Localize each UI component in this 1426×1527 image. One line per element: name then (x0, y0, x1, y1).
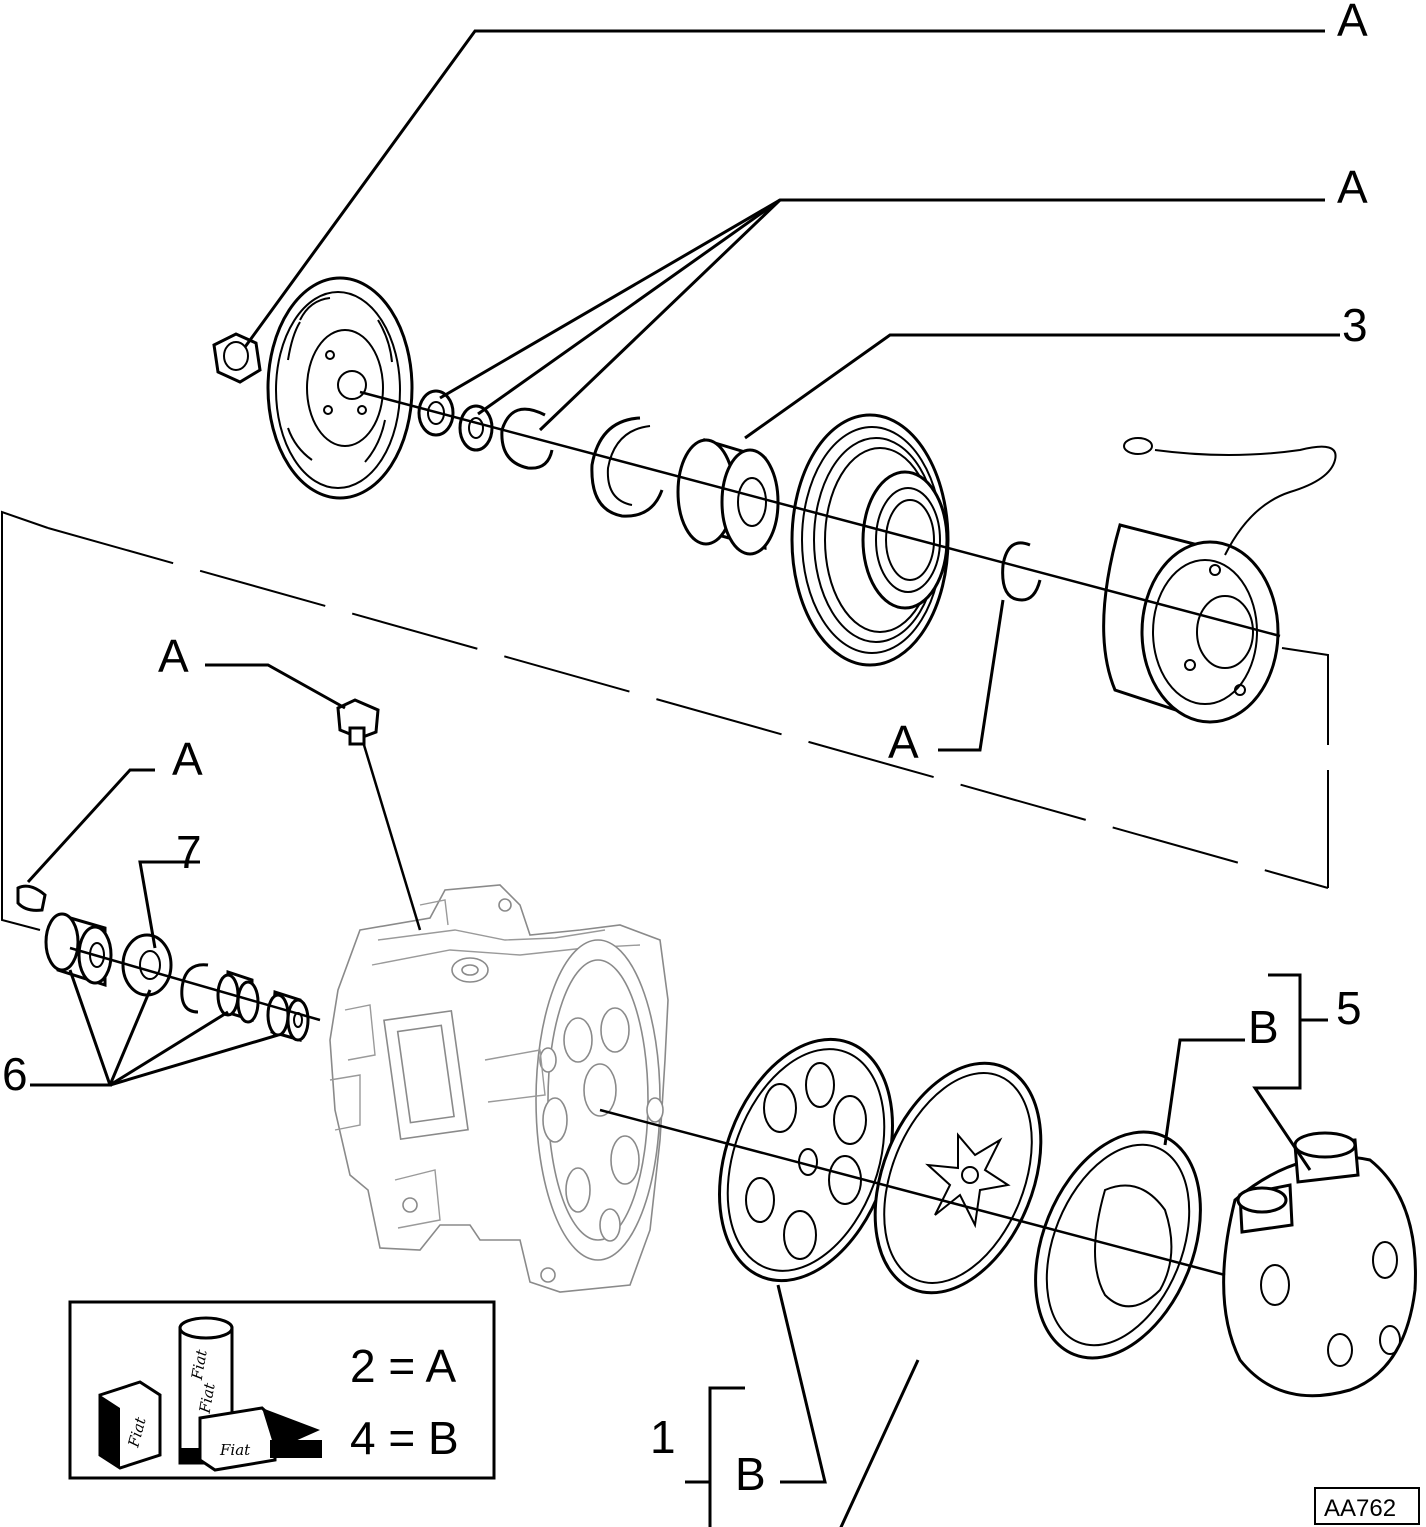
rear-head (1222, 1131, 1417, 1398)
pulley-snap-ring (1001, 541, 1042, 602)
legend-row-2: 4 = B (350, 1412, 459, 1464)
field-coil (1102, 437, 1337, 724)
callout-1: 1 (650, 1411, 676, 1463)
leader-lines (26, 29, 1340, 1527)
clutch-pulley (790, 413, 950, 667)
callout-3: 3 (1342, 299, 1368, 351)
callout-b-plate: B (1248, 1001, 1279, 1053)
pressure-fitting (336, 698, 380, 746)
large-snap-ring (590, 416, 664, 518)
callout-7: 7 (176, 826, 202, 878)
bearing-sleeve (676, 438, 780, 556)
upper-small-parts (417, 389, 554, 470)
callout-5: 5 (1336, 982, 1362, 1034)
head-gasket (1034, 1130, 1202, 1360)
valve-plate (718, 1037, 894, 1283)
callout-a-snapring: A (888, 716, 919, 768)
reference-code: AA762 (1324, 1495, 1396, 1522)
callout-6: 6 (2, 1048, 28, 1100)
can-label-2: Fiat (196, 1381, 219, 1416)
compressor-body (329, 884, 669, 1293)
legend-row-1: 2 = A (350, 1340, 456, 1392)
lubricant-legend: Fiat Fiat Fiat Fiat 2 = A 4 = B (68, 1300, 496, 1480)
clutch-assembly-outline (1, 510, 1329, 931)
reed-gasket (873, 1061, 1043, 1295)
callout-a-fitting: A (158, 630, 189, 682)
reference-code-box: AA762 (1314, 1487, 1420, 1525)
box-label-2: Fiat (219, 1441, 251, 1459)
callout-a-nut: A (1337, 0, 1368, 46)
assembly-axes (69, 390, 1281, 1277)
callout-b-gaskets: B (735, 1448, 766, 1500)
hex-nut (212, 332, 262, 384)
callout-a-washers: A (1337, 161, 1368, 213)
callout-a-seal: A (172, 733, 203, 785)
can-label-1: Fiat (188, 1347, 211, 1382)
clutch-front-plate (266, 276, 414, 500)
shaft-seal-parts (16, 884, 310, 1042)
